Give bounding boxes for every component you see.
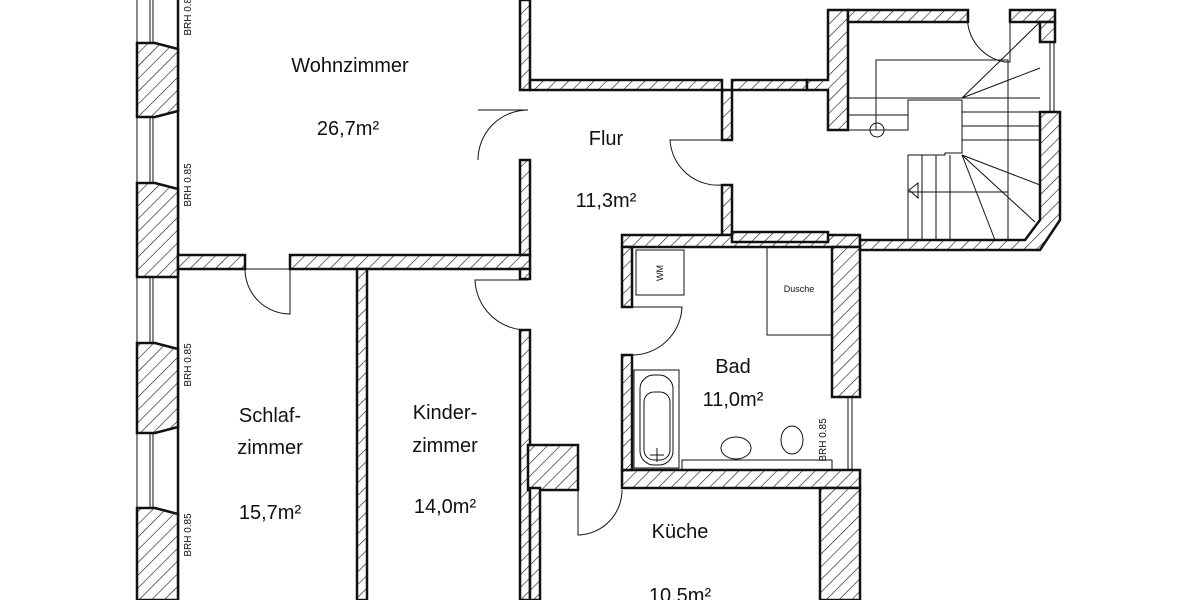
room-name-bad: Bad [715,356,751,378]
room-name-kinderzimmer-2: zimmer [412,435,478,457]
room-name-wohnzimmer: Wohnzimmer [291,55,409,77]
window-note: BRH 0.85 [818,418,829,462]
washing-machine [635,249,685,296]
washing-machine-label: WM [655,265,665,281]
bath-fixtures: WM Dusche [633,246,833,471]
bathtub [633,369,680,469]
room-name-schlafzimmer-2: zimmer [237,437,303,459]
shower-label: Dusche [784,284,815,294]
window-note: BRH 0.85 [183,513,194,557]
room-name-kueche: Küche [652,521,709,543]
toilet [780,425,804,455]
room-area-wohnzimmer: 26,7m² [317,118,380,140]
sink [720,436,752,460]
room-area-bad: 11,0m² [703,389,764,411]
shower [766,246,833,336]
window-note: BRH 0.85 [183,163,194,207]
doors [244,9,1011,536]
exterior-wall-left [135,0,180,600]
room-name-schlafzimmer-1: Schlaf- [239,405,301,427]
room-name-kinderzimmer-1: Kinder- [413,402,477,424]
staircase [848,21,1041,241]
room-area-kinderzimmer: 14,0m² [414,496,477,518]
room-area-schlafzimmer: 15,7m² [239,502,302,524]
room-name-flur: Flur [589,128,624,150]
window-note: BRH 0.85 [183,0,194,36]
interior-walls [176,0,1062,600]
window-note: BRH 0.85 [183,343,194,387]
room-area-kueche: 10,5m² [649,585,712,600]
room-area-flur: 11,3m² [576,190,637,212]
